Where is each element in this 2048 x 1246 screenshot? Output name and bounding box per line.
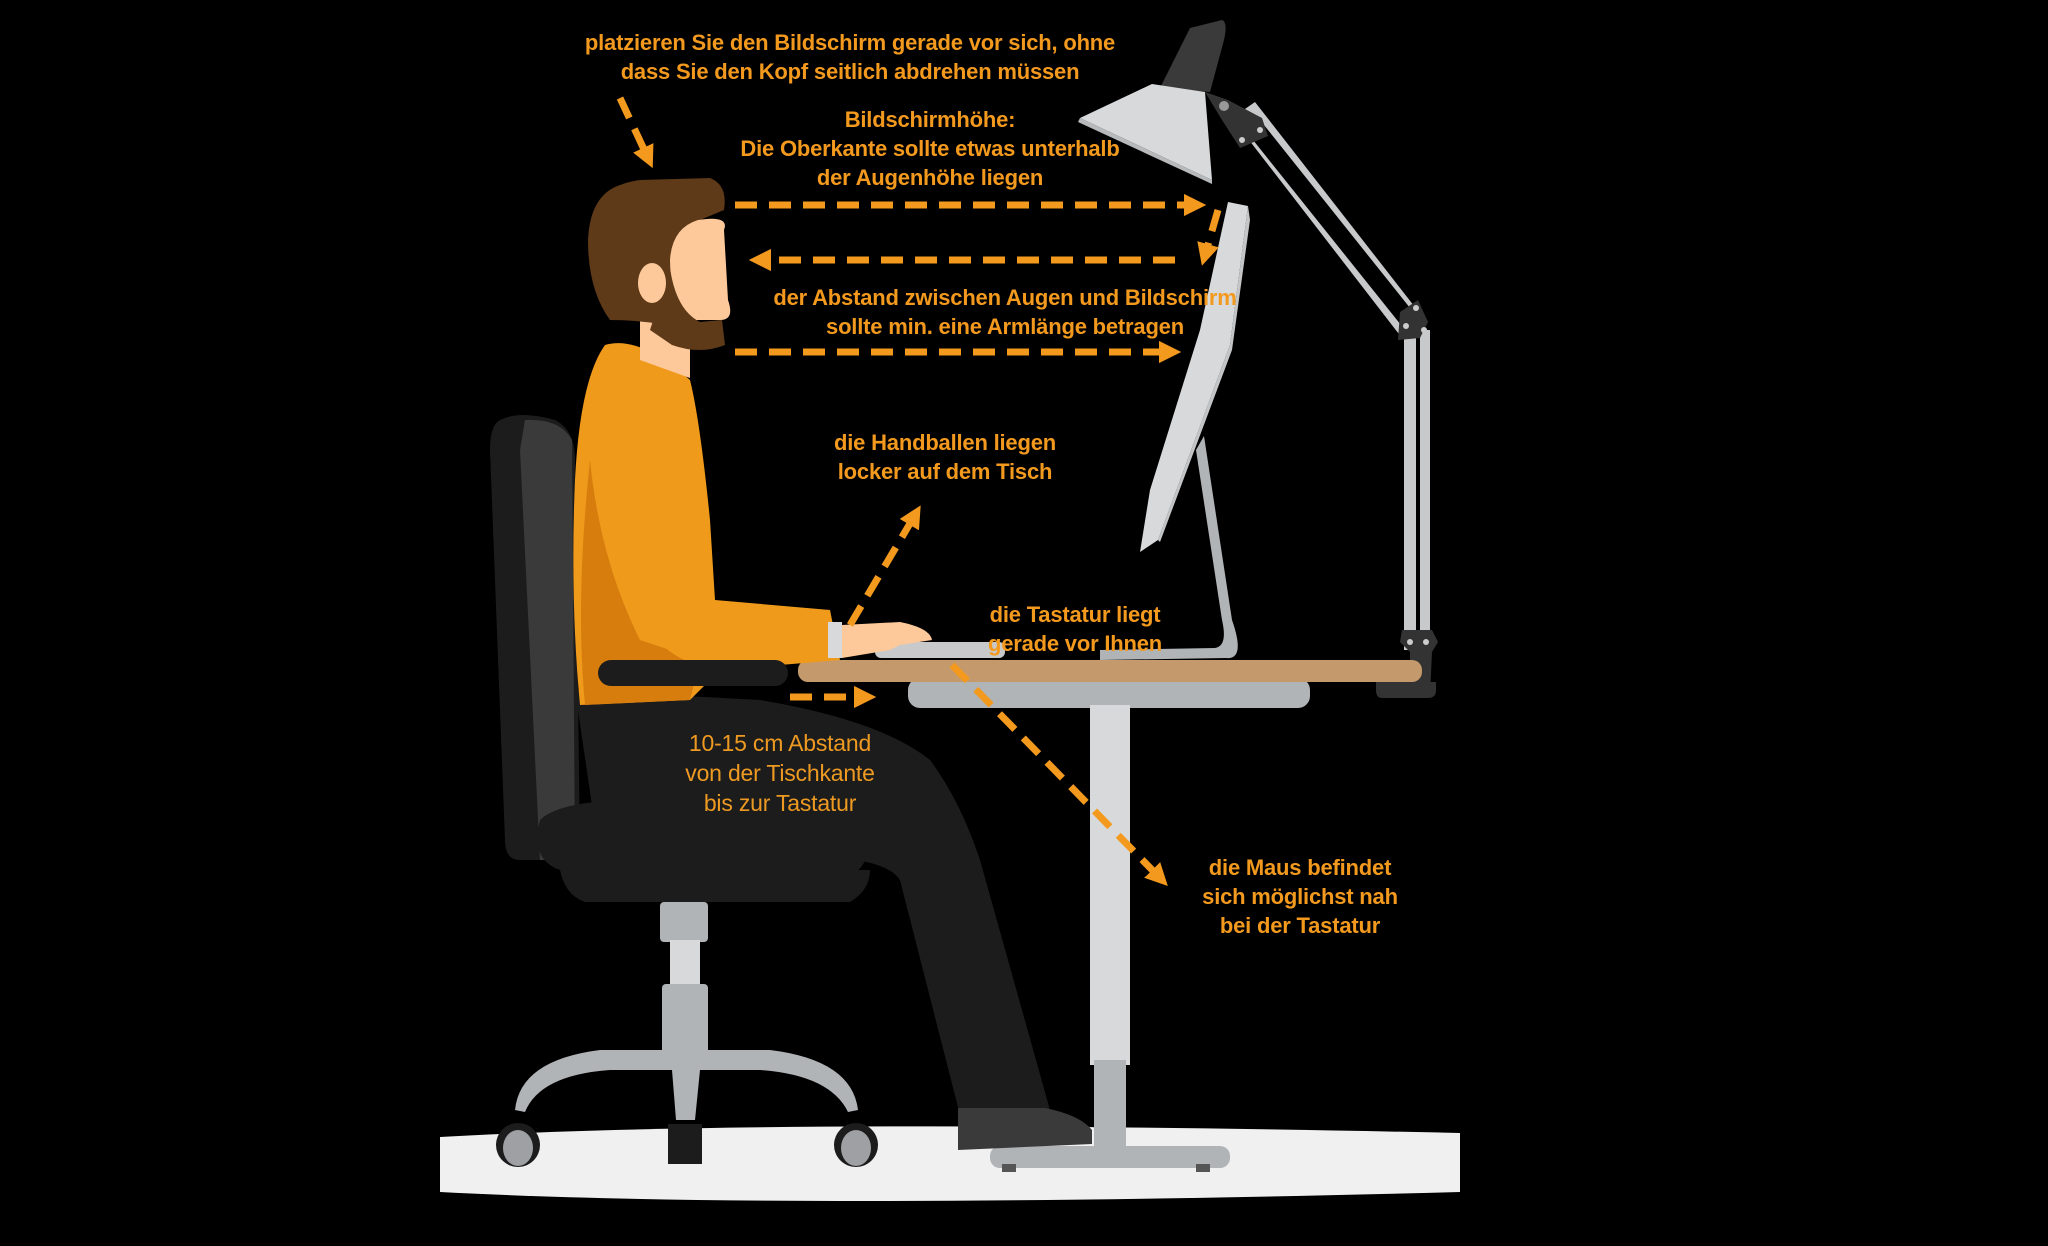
arrow-screen-height-down [1197,209,1222,266]
annotation-keyboard-distance: 10-15 cm Abstand von der Tischkante bis … [685,730,875,816]
desk-lamp [1078,20,1438,695]
annotation-eye-distance: der Abstand zwischen Augen und Bildschir… [773,285,1237,339]
person [573,178,1092,1150]
annotation-screen-height: Bildschirmhöhe: Die Oberkante sollte etw… [740,107,1120,190]
arrow-screen-position [616,96,654,169]
annotation-keyboard-position: die Tastatur liegt gerade vor Ihnen [987,602,1163,656]
monitor [1100,202,1250,660]
annotation-screen-position: platzieren Sie den Bildschirm gerade vor… [584,30,1116,84]
floor [440,1126,1460,1201]
desk [798,660,1436,1172]
arrow-mouse-position [949,662,1168,887]
annotation-arrows [616,96,1222,887]
annotation-hand-heels: die Handballen liegen locker auf dem Tis… [834,430,1056,484]
annotation-mouse-position: die Maus befindet sich möglichst nah bei… [1202,855,1398,938]
arrow-hand-heels [846,505,921,627]
keyboard [875,642,1005,658]
